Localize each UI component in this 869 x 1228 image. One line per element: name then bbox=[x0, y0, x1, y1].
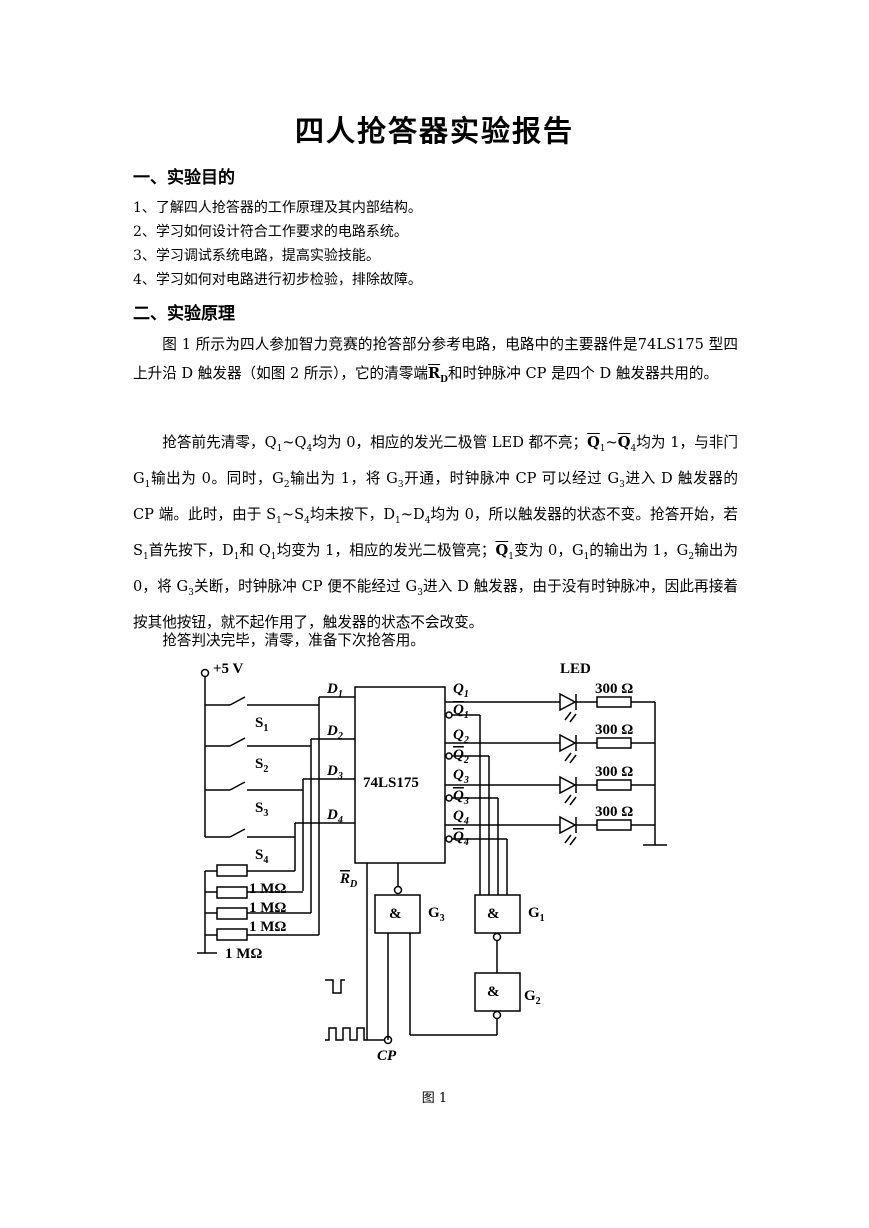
switch-s1: S1 bbox=[205, 696, 320, 935]
list-item: 1、了解四人抢答器的工作原理及其内部结构。 bbox=[133, 200, 422, 216]
svg-text:300 Ω: 300 Ω bbox=[595, 764, 633, 780]
svg-text:D3: D3 bbox=[326, 763, 343, 782]
page-title: 四人抢答器实验报告 bbox=[294, 114, 574, 148]
svg-text:300 Ω: 300 Ω bbox=[595, 722, 633, 738]
list-item: 3、学习调试系统电路，提高实验技能。 bbox=[133, 248, 380, 264]
svg-text:&: & bbox=[487, 906, 500, 922]
svg-text:G1: G1 bbox=[528, 905, 545, 924]
gate-g3: & G3 bbox=[374, 863, 445, 1040]
svg-text:1 MΩ: 1 MΩ bbox=[225, 946, 262, 962]
svg-text:Q1: Q1 bbox=[453, 681, 469, 700]
cp-terminal bbox=[383, 1035, 393, 1045]
purpose-list: 1、了解四人抢答器的工作原理及其内部结构。 2、学习如何设计符合工作要求的电路系… bbox=[133, 196, 422, 292]
svg-text:D2: D2 bbox=[326, 723, 343, 742]
svg-text:74LS175: 74LS175 bbox=[363, 775, 419, 791]
svg-text:D1: D1 bbox=[326, 681, 343, 700]
svg-text:1 MΩ: 1 MΩ bbox=[249, 900, 286, 916]
svg-text:&: & bbox=[389, 906, 402, 922]
figure-caption: 图 1 bbox=[421, 1091, 448, 1106]
svg-text:S4: S4 bbox=[255, 847, 268, 866]
cp-label: CP bbox=[377, 1048, 397, 1064]
reset-pulse-icon bbox=[325, 979, 345, 994]
gate-g1: & G1 bbox=[474, 894, 545, 973]
svg-text:Q3: Q3 bbox=[453, 767, 469, 786]
paragraph-intro: 图 1 所示为四人参加智力竞赛的抢答部分参考电路，电路中的主要器件是74LS17… bbox=[133, 336, 738, 385]
paragraph-reset: 抢答判决完毕，清零，准备下次抢答用。 bbox=[162, 632, 425, 649]
section-heading-principle: 二、实验原理 bbox=[133, 304, 235, 324]
svg-text:RD: RD bbox=[339, 871, 357, 890]
vcc-terminal bbox=[200, 668, 210, 678]
svg-text:Q2: Q2 bbox=[453, 747, 469, 766]
svg-text:D4: D4 bbox=[326, 807, 343, 826]
svg-text:S1: S1 bbox=[255, 715, 268, 734]
svg-text:S3: S3 bbox=[255, 800, 268, 819]
switch-s2: S2 bbox=[205, 737, 312, 913]
clock-pulse-icon bbox=[325, 1027, 371, 1041]
svg-text:Q1: Q1 bbox=[453, 702, 469, 721]
q-outputs: Q1 Q1 Q2 Q2 Q3 Q3 Q4 Q4 bbox=[445, 681, 560, 895]
paragraph-operation: 抢答前先清零，Q1~Q4均为 0，相应的发光二极管 LED 都不亮；Q1~Q4均… bbox=[133, 434, 738, 631]
pulldown-resistors: 1 MΩ 1 MΩ 1 MΩ 1 MΩ bbox=[197, 864, 319, 962]
led-label: LED bbox=[560, 661, 591, 677]
svg-text:1 MΩ: 1 MΩ bbox=[249, 919, 286, 935]
svg-text:300 Ω: 300 Ω bbox=[595, 681, 633, 697]
switch-s4: S4 bbox=[205, 828, 296, 871]
svg-text:Q4: Q4 bbox=[453, 808, 469, 827]
gate-g2: & G2 bbox=[410, 972, 541, 1036]
svg-text:&: & bbox=[487, 984, 500, 1000]
list-item: 2、学习如何设计符合工作要求的电路系统。 bbox=[133, 224, 408, 240]
svg-text:300 Ω: 300 Ω bbox=[595, 804, 633, 820]
svg-text:Q4: Q4 bbox=[453, 829, 469, 848]
section-heading-purpose: 一、实验目的 bbox=[133, 168, 235, 188]
svg-text:Q2: Q2 bbox=[453, 727, 469, 746]
led-array: 300 Ω 300 Ω 300 Ω 300 Ω bbox=[559, 681, 667, 846]
chip-74ls175 bbox=[354, 686, 446, 864]
svg-text:G3: G3 bbox=[428, 905, 445, 924]
svg-text:Q3: Q3 bbox=[453, 788, 469, 807]
switch-s3: S3 bbox=[205, 781, 304, 891]
vcc-label: +5 V bbox=[213, 661, 244, 677]
list-item: 4、学习如何对电路进行初步检验，排除故障。 bbox=[133, 272, 422, 288]
svg-text:1 MΩ: 1 MΩ bbox=[249, 881, 286, 897]
svg-text:G2: G2 bbox=[524, 988, 541, 1007]
circuit-diagram: +5 V S1 S2 S3 S4 bbox=[197, 661, 667, 1064]
svg-text:S2: S2 bbox=[255, 756, 268, 775]
